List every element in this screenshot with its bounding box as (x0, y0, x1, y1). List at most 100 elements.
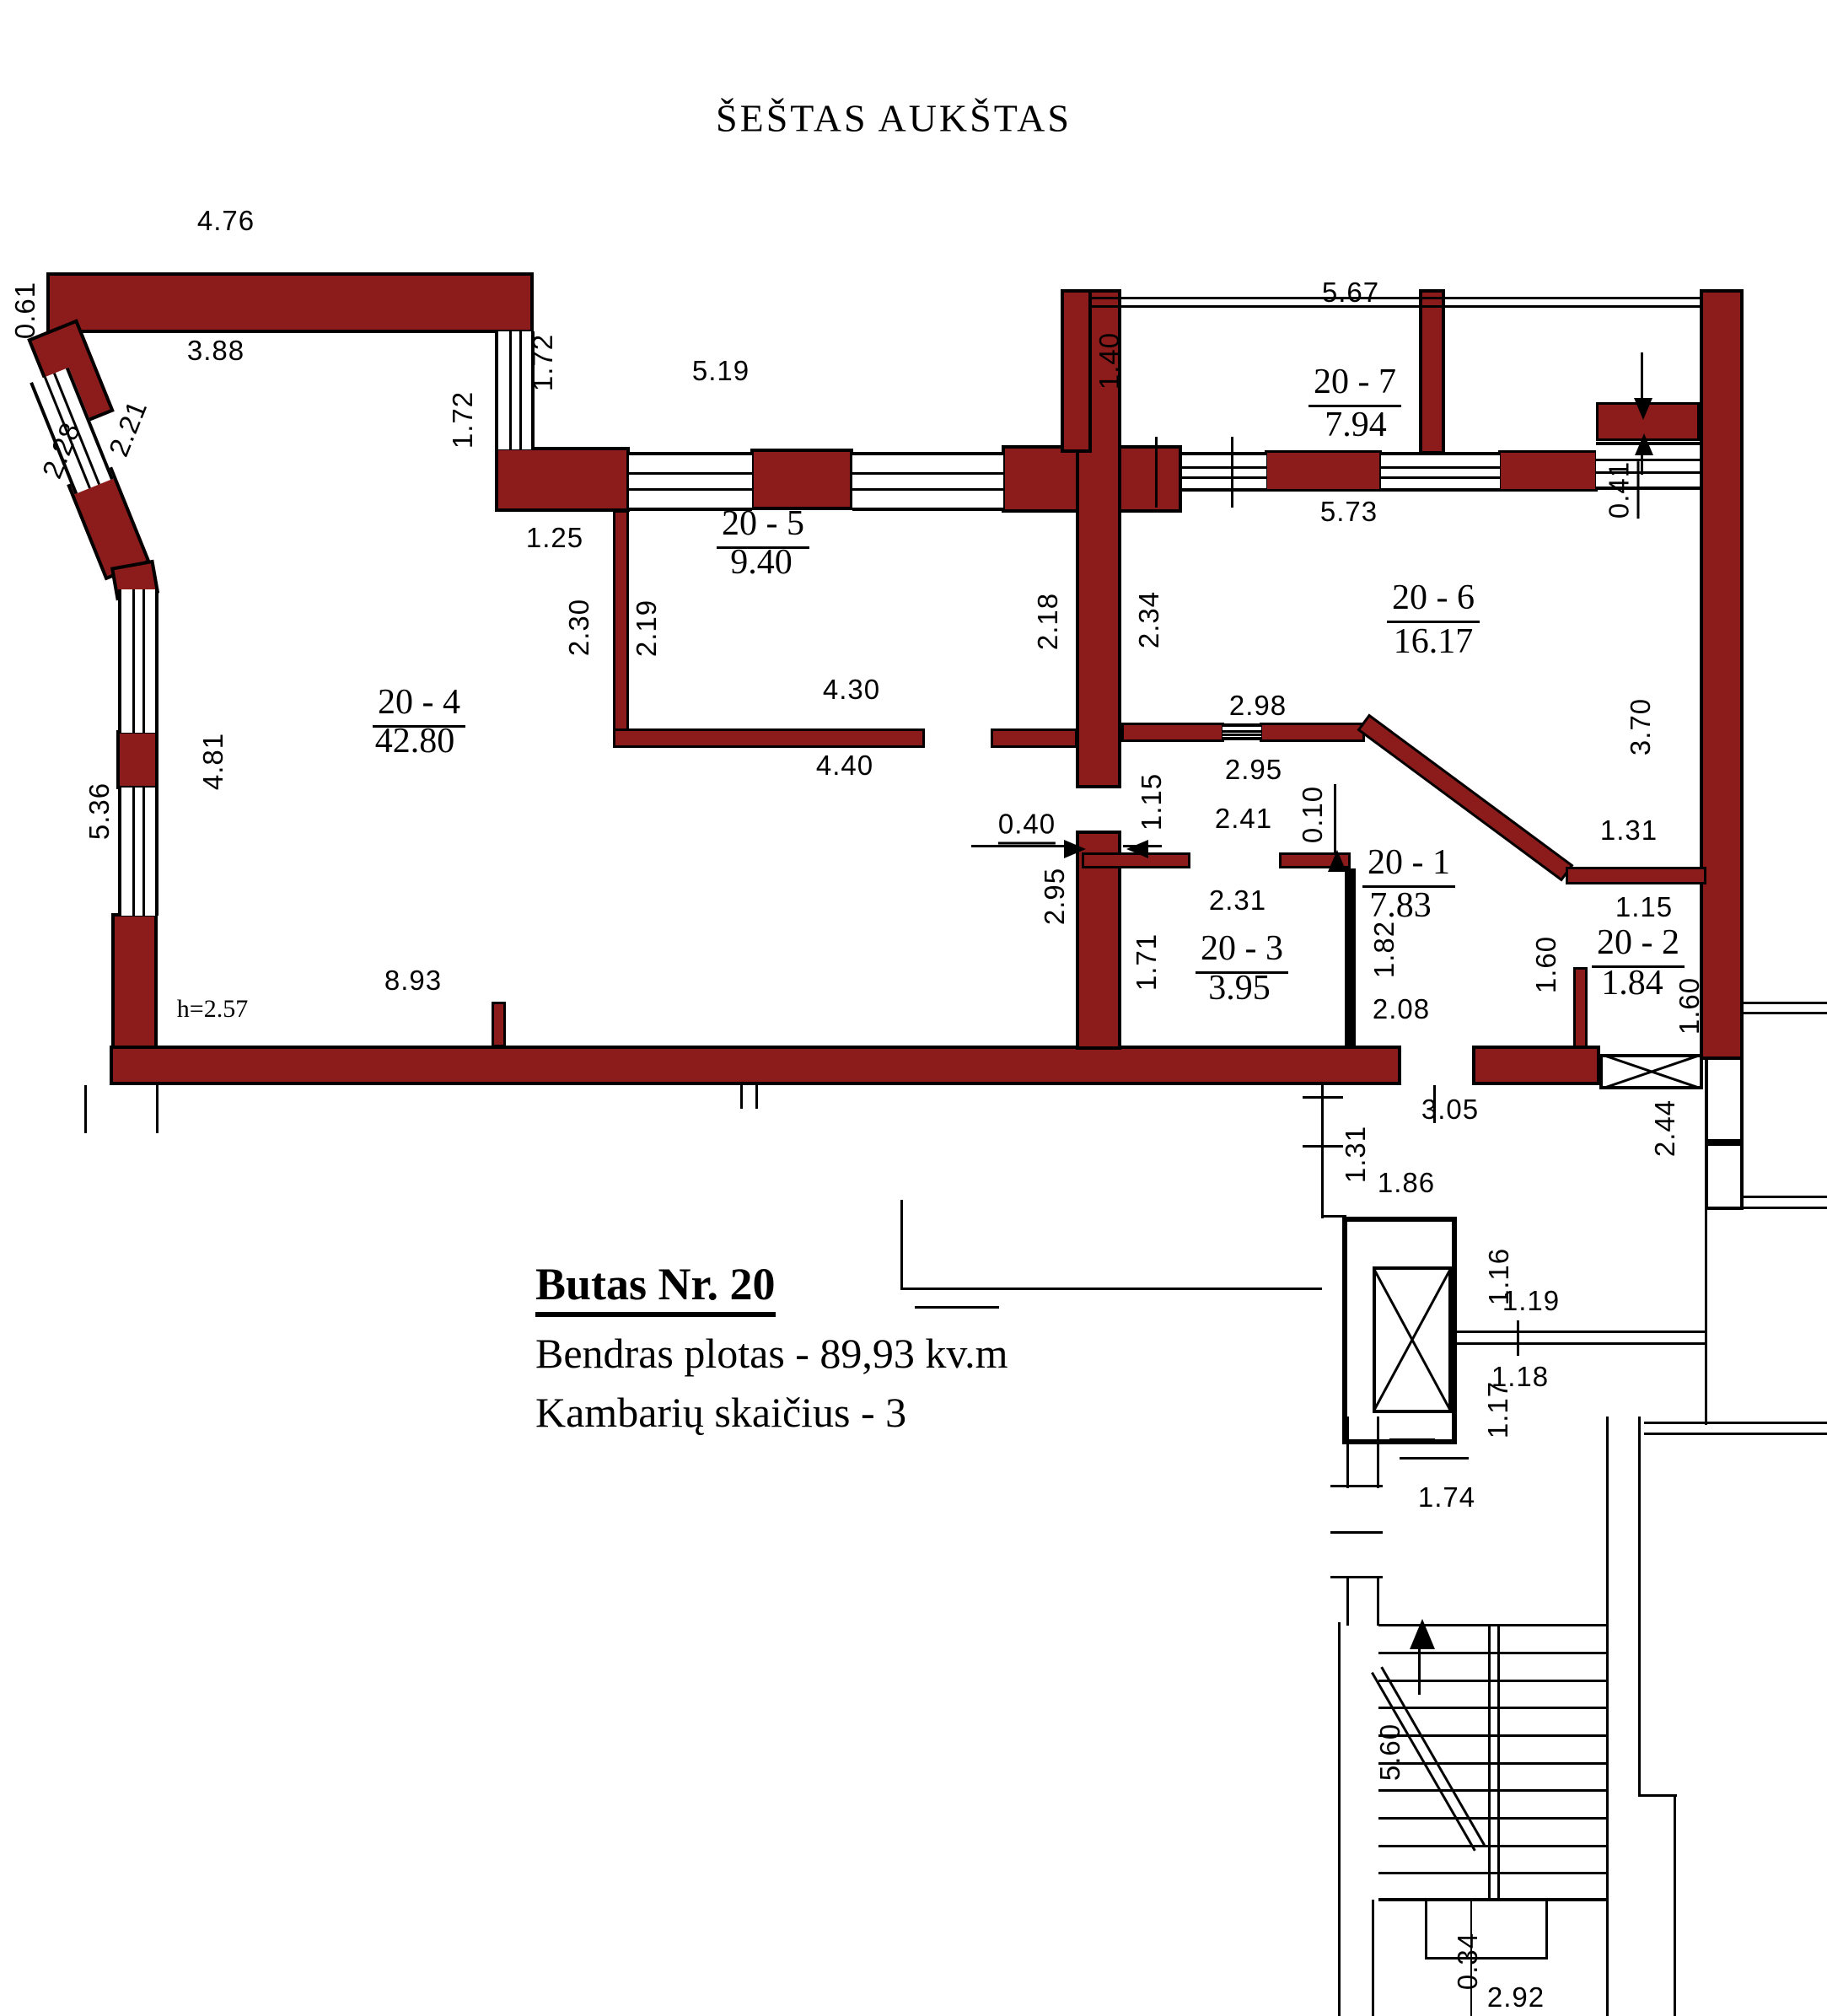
dim-label: 3.88 (186, 335, 245, 366)
plan-line (1606, 1417, 1609, 2016)
wall-segment (991, 728, 1077, 748)
plan-line (900, 1288, 1322, 1290)
stair-tread (1378, 1734, 1606, 1737)
plan-line (1231, 437, 1233, 508)
plan-line (1545, 1900, 1548, 1959)
dim-label: 0.41 (1603, 460, 1640, 519)
dim-label: 0.10 (1297, 785, 1328, 844)
wall-segment (613, 510, 629, 731)
stair-tread (1378, 1680, 1606, 1682)
window-pane-line (1381, 476, 1500, 479)
window-pane-line (629, 488, 752, 492)
room-area-label: 42.80 (374, 722, 455, 761)
plan-line (1346, 1417, 1349, 1488)
apartment-number: Butas Nr. 20 (535, 1258, 776, 1317)
dim-label: 4.76 (196, 205, 255, 236)
dim-label: 1.72 (447, 390, 478, 449)
arrow-icon (1410, 1619, 1435, 1649)
plan-line (1092, 305, 1700, 308)
plan-line (1321, 1215, 1346, 1218)
dim-label: 1.82 (1368, 920, 1400, 979)
plan-line (1303, 1096, 1343, 1099)
dim-label: 2.95 (1224, 754, 1283, 785)
dim-label: 5.19 (691, 355, 750, 386)
room-id-label: 20 - 4 (373, 682, 465, 728)
dim-label: 5.36 (83, 782, 115, 841)
wall-segment (1076, 289, 1121, 788)
wall-segment (1265, 450, 1382, 492)
window-pane-line (508, 331, 512, 449)
plan-line (1346, 1578, 1349, 1626)
window-pane-line (142, 589, 146, 733)
window-pane-line (1222, 729, 1261, 733)
total-area: Bendras plotas - 89,93 kv.m (535, 1330, 1008, 1377)
dim-label: 2.92 (1486, 1981, 1545, 2013)
wall-segment (1260, 723, 1365, 742)
dim-label: 1.40 (1094, 331, 1125, 390)
dim-label: 1.15 (1136, 772, 1167, 831)
window-pane-line (1182, 476, 1266, 479)
dim-label: 3.05 (1421, 1094, 1480, 1125)
dim-label: 1.71 (1131, 933, 1162, 992)
dim-label: 1.86 (1377, 1167, 1436, 1198)
plan-line (740, 1085, 743, 1109)
room-id-label: 20 - 5 (717, 503, 809, 549)
dim-label: 4.30 (822, 674, 881, 705)
plan-line (1418, 1639, 1421, 1695)
window (629, 452, 752, 511)
plan-line (1400, 1457, 1469, 1460)
plan-line (1638, 1417, 1641, 1796)
window-pane-line (852, 488, 1003, 492)
elevator-shaft (1373, 1266, 1452, 1413)
window-pane-line (132, 589, 136, 733)
window-pane-line (1182, 465, 1266, 469)
stair-tread (1378, 1707, 1606, 1709)
plan-line (1425, 1957, 1548, 1960)
room-area-label: 9.40 (730, 543, 793, 582)
dim-label: 1.72 (527, 333, 558, 392)
stair-tread (1378, 1789, 1606, 1792)
plan-line (1155, 437, 1158, 508)
wall-segment (46, 272, 534, 333)
plan-line (1744, 1002, 1827, 1004)
wall-segment (495, 447, 630, 512)
dim-label: 0.40 (997, 809, 1056, 845)
plan-line (1744, 1196, 1827, 1198)
window (118, 589, 159, 733)
plan-line (156, 1085, 159, 1133)
ceiling-height-note: h=2.57 (176, 995, 249, 1023)
plan-line (1641, 439, 1643, 475)
wall-segment (1573, 967, 1588, 1048)
plan-line (1092, 297, 1700, 299)
window (118, 788, 159, 916)
dim-label: 1.18 (1491, 1361, 1550, 1392)
plan-line (1644, 1433, 1827, 1435)
plan-line (1425, 1900, 1427, 1959)
wall-outline (1705, 1142, 1744, 1210)
wall-segment (613, 728, 925, 748)
window-pane-line (1222, 733, 1261, 736)
plan-line (1433, 1085, 1436, 1123)
wall-segment (1061, 289, 1092, 453)
arrow-icon (1635, 433, 1653, 455)
stair-tread (1378, 1624, 1606, 1626)
dim-label: 2.30 (563, 598, 594, 657)
dim-label: 8.93 (384, 965, 443, 996)
dim-label: 4.40 (815, 750, 874, 781)
dim-label: 1.19 (1502, 1285, 1561, 1316)
page-title: ŠEŠTAS AUKŠTAS (716, 96, 1072, 140)
window (852, 452, 1003, 511)
wall-segment (750, 449, 853, 510)
wall-segment (1121, 723, 1224, 742)
stair-tread (1378, 1652, 1606, 1654)
window-pane-line (852, 472, 1003, 476)
dim-label: 5.60 (1374, 1723, 1405, 1782)
plan-line (1330, 1531, 1383, 1534)
plan-line (755, 1085, 758, 1109)
room-area-label: 3.95 (1208, 969, 1271, 1008)
room-area-label: 1.84 (1601, 964, 1663, 1003)
plan-line (1334, 784, 1336, 855)
window (1381, 452, 1500, 492)
dim-label: 2.31 (1208, 884, 1267, 916)
